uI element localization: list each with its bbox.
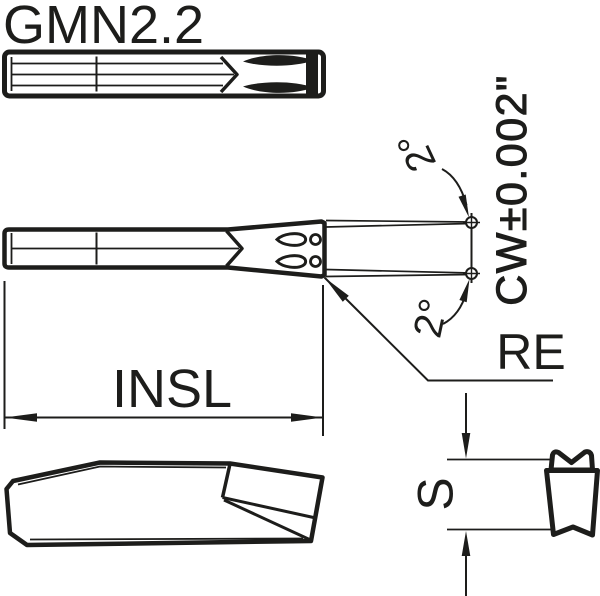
angle-annotation-top: 2°	[389, 125, 469, 218]
s-label: S	[408, 477, 464, 510]
chipbreaker-dot-top	[309, 233, 322, 246]
s-arrow-bottom-icon	[461, 531, 471, 556]
chipbreaker-dimple-bottom	[274, 254, 308, 269]
s-arrow-top-icon	[461, 433, 471, 459]
front-view-chevron	[225, 229, 244, 268]
drawing-title: GMN2.2	[3, 0, 204, 55]
perspective-outline	[4, 460, 325, 548]
perspective-top-inner-line	[17, 465, 227, 486]
angle-bottom-label: 2°	[405, 295, 456, 342]
perspective-facet-diagonal-upper	[222, 496, 314, 519]
front-view	[2, 219, 327, 279]
cw-projection-line-bottom-b	[325, 268, 471, 274]
perspective-view	[4, 460, 325, 548]
s-dimension: S	[408, 393, 556, 596]
chipbreaker-dot-bottom	[309, 255, 322, 268]
top-view-chevron	[219, 55, 239, 94]
insl-arrow-right-icon	[291, 413, 323, 422]
insl-arrow-left-icon	[4, 413, 37, 422]
insl-label: INSL	[112, 359, 232, 419]
chipbreaker-dimple-top	[274, 232, 308, 247]
top-view-lower-edge-crescent	[243, 82, 313, 93]
cw-corner-marker-bottom-icon	[463, 265, 480, 282]
re-label: RE	[496, 324, 565, 380]
angle-bottom-arrowhead-icon	[459, 279, 470, 303]
angle-annotation-bottom: 2°	[405, 279, 470, 342]
perspective-bottom-inner-line	[29, 537, 304, 541]
cw-projection-line-top-a	[325, 219, 471, 223]
cw-label: CW±0.002"	[488, 74, 536, 306]
re-callout: RE	[323, 276, 566, 382]
perspective-facet-diagonal-lower	[223, 498, 311, 541]
insl-dimension: INSL	[3, 281, 324, 436]
cw-dimension: CW±0.002"	[325, 74, 537, 306]
end-view	[544, 449, 600, 538]
re-arrowhead-icon	[324, 277, 349, 302]
perspective-facet-left-edge	[220, 463, 232, 498]
cw-corner-marker-top-icon	[463, 214, 480, 231]
top-view-end-cap	[306, 53, 318, 95]
angle-top-label: 2°	[389, 125, 445, 178]
re-leader	[323, 276, 553, 382]
angle-top-arrowhead-icon	[458, 194, 469, 218]
end-view-top-prism	[548, 449, 595, 473]
cw-projection-line-top-b	[325, 222, 471, 228]
end-view-body	[544, 468, 600, 538]
top-view-upper-edge-crescent	[243, 55, 313, 66]
cw-projection-line-bottom-a	[325, 273, 471, 278]
top-view	[2, 49, 326, 99]
